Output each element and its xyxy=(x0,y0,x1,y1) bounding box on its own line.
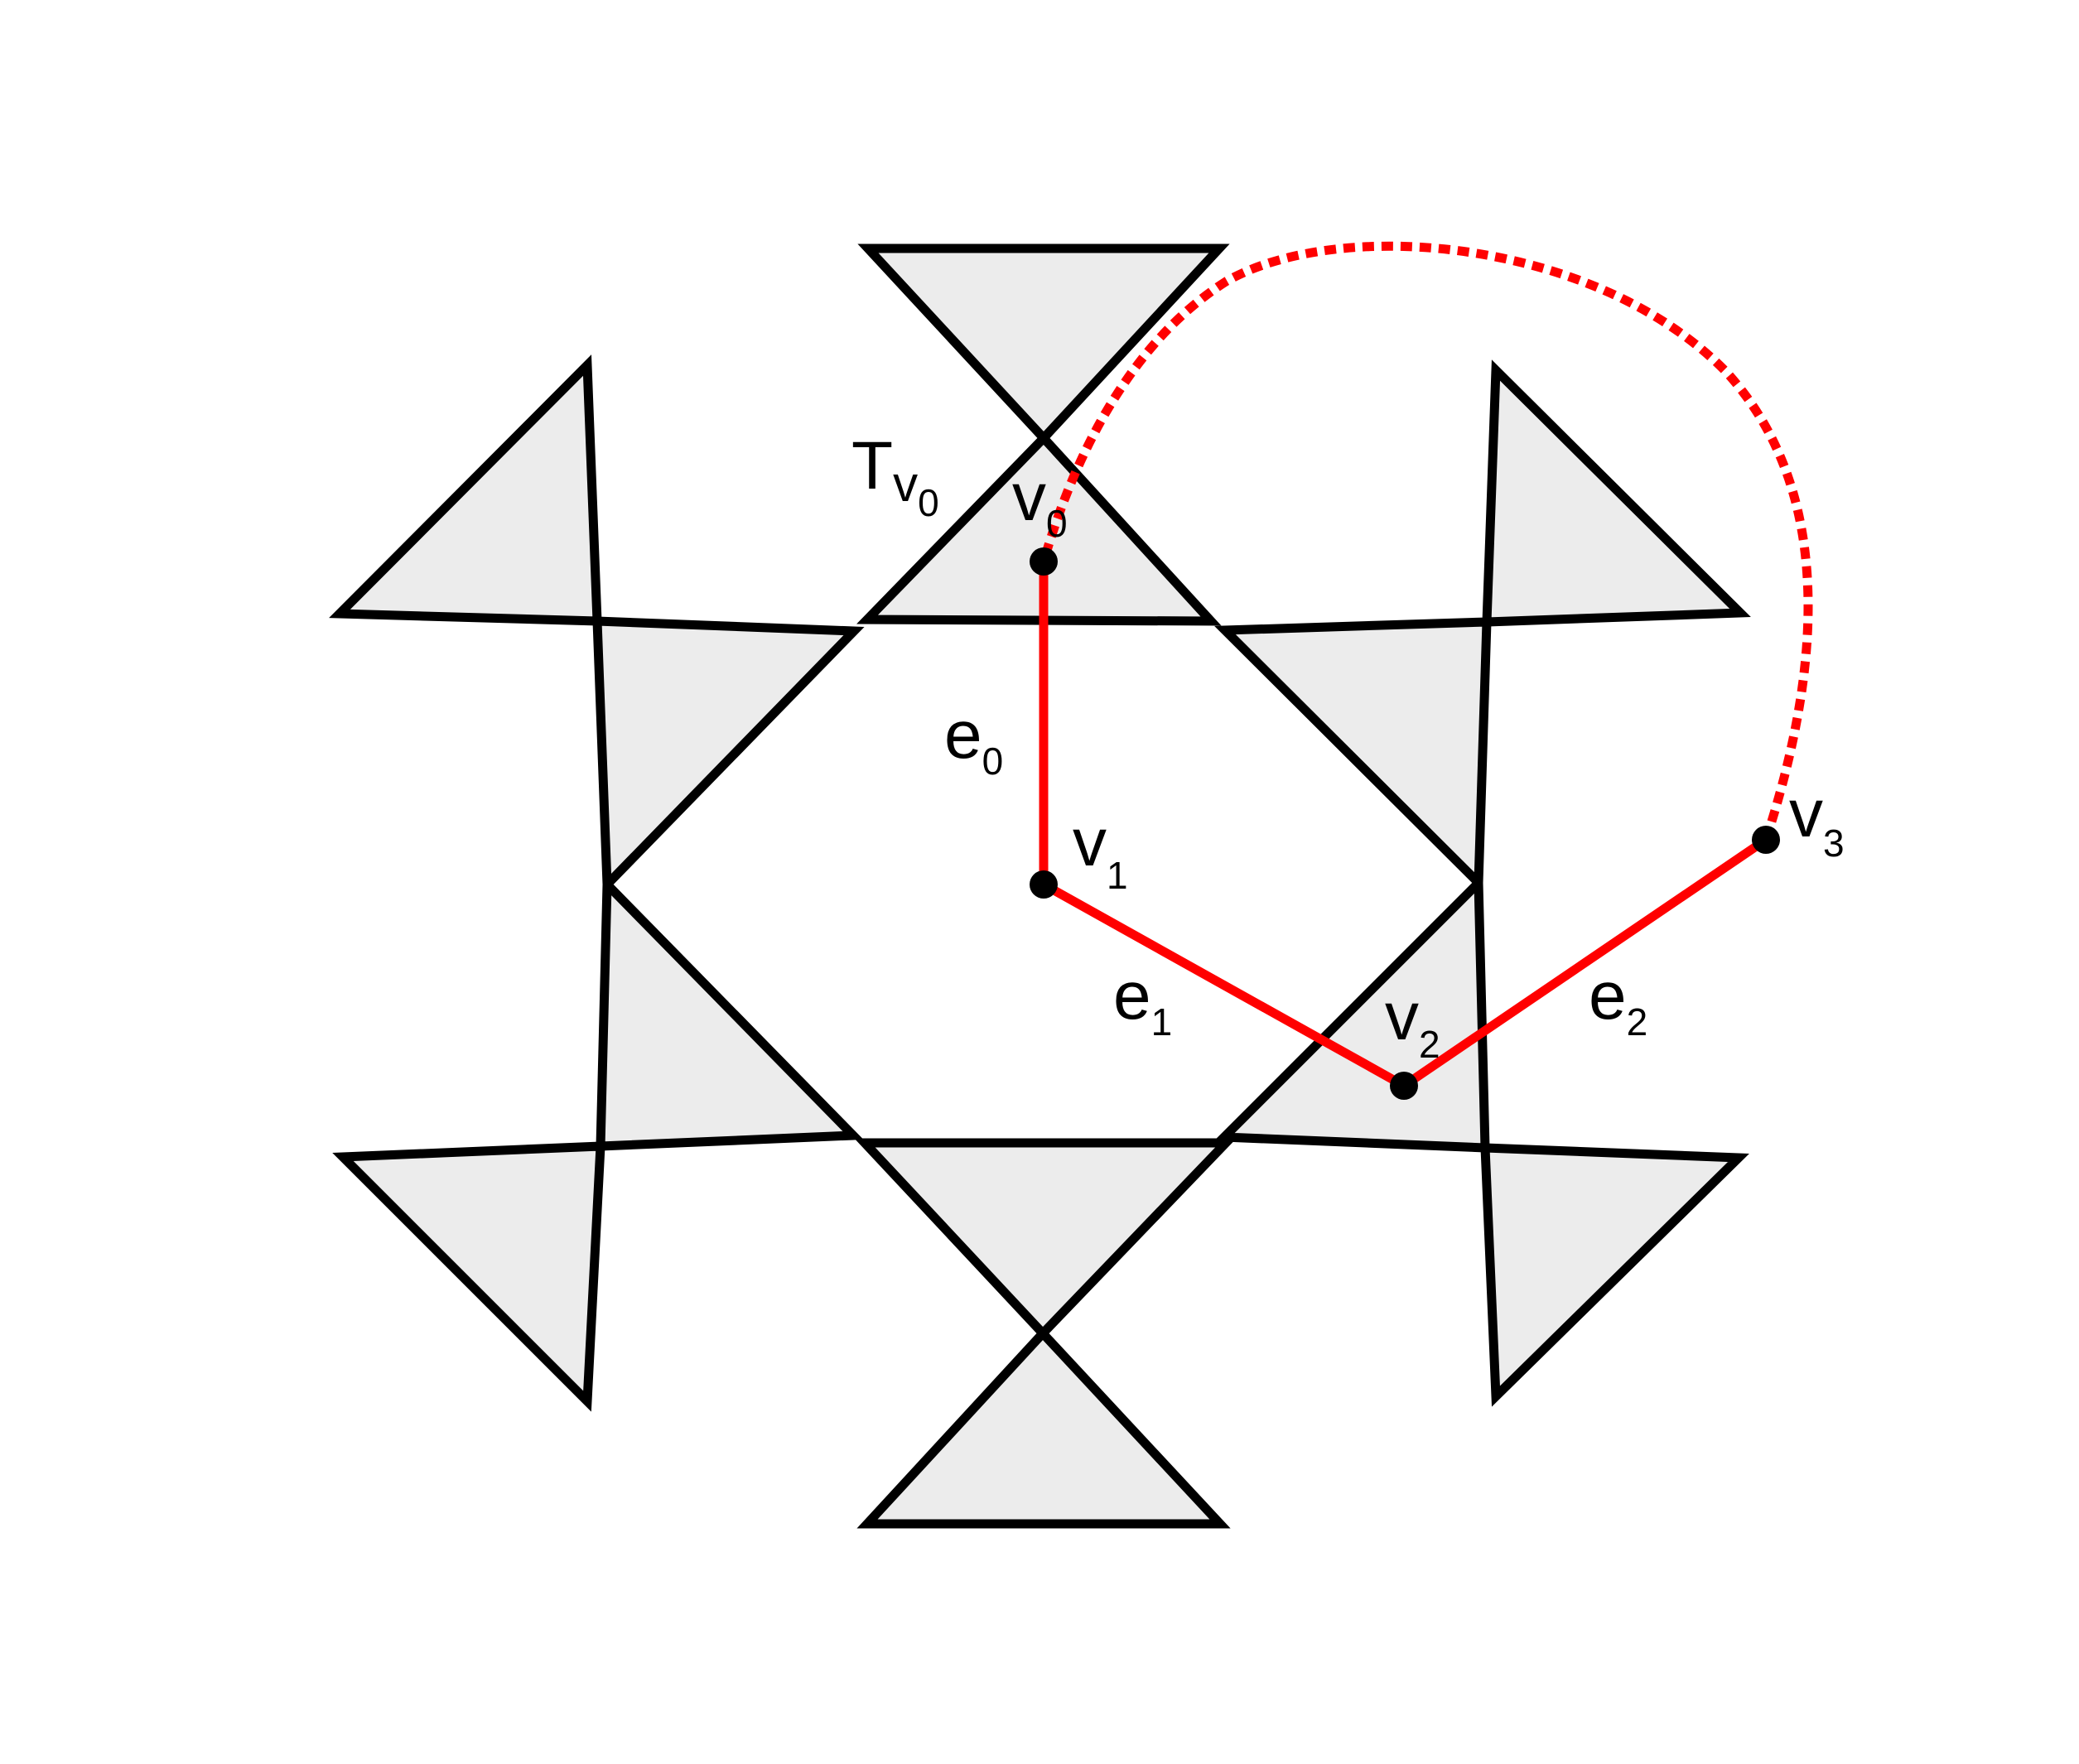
labels: Tv0 v0 v1 v2 v3 e0 e1 e2 xyxy=(851,428,1845,1066)
vertex-v2 xyxy=(1390,1072,1418,1100)
label-e1-sub: 1 xyxy=(1151,1000,1173,1043)
label-e0: e0 xyxy=(944,697,1003,783)
path-dotted-arc-v3-v0 xyxy=(1039,241,1813,841)
triangle-right-lower-inner xyxy=(1213,872,1490,1153)
label-v0-sub: 0 xyxy=(1046,502,1068,545)
triangle-top-outer xyxy=(857,243,1230,446)
label-e1: e1 xyxy=(1113,958,1172,1043)
label-t-v0: Tv0 xyxy=(851,428,939,524)
label-e2-main: e xyxy=(1589,958,1627,1034)
label-v1: v1 xyxy=(1073,805,1128,897)
label-v0-main: v xyxy=(1012,460,1046,535)
triangle-left-lower-inner xyxy=(596,873,864,1151)
triangle-bottom-outer xyxy=(856,1326,1231,1529)
triangle-tiling xyxy=(329,243,1751,1529)
label-t-sub-index: 0 xyxy=(918,481,939,524)
label-v1-sub: 1 xyxy=(1107,854,1128,897)
triangle-left-outer-top xyxy=(329,354,602,626)
label-v2: v2 xyxy=(1385,979,1440,1066)
label-e1-main: e xyxy=(1113,958,1151,1034)
label-t-main: T xyxy=(851,428,893,504)
label-v1-main: v xyxy=(1073,805,1107,880)
label-e2: e2 xyxy=(1589,958,1647,1043)
triangle-left-outer-bottom xyxy=(332,1141,605,1412)
vertex-v1 xyxy=(1030,870,1058,899)
label-e2-sub: 2 xyxy=(1627,1000,1648,1043)
label-v2-sub: 2 xyxy=(1419,1023,1440,1066)
label-v2-main: v xyxy=(1385,979,1419,1054)
label-t-sub-main: v xyxy=(893,456,918,512)
label-v3-main: v xyxy=(1789,776,1823,851)
path-edges-e0-e1-e2 xyxy=(1039,561,1769,1092)
label-e0-sub: 0 xyxy=(982,740,1004,783)
vertex-v3 xyxy=(1752,826,1780,854)
label-v0: v0 xyxy=(1012,460,1068,545)
label-v3: v3 xyxy=(1789,776,1845,865)
red-path xyxy=(1039,241,1813,1092)
triangle-left-inner xyxy=(592,616,865,896)
vertices xyxy=(1030,547,1780,1100)
triangle-right-outer-top xyxy=(1482,359,1751,627)
label-v3-sub: 3 xyxy=(1823,822,1845,865)
triangle-right-inner xyxy=(1214,617,1492,894)
label-e0-main: e xyxy=(944,697,982,773)
vertex-v0 xyxy=(1030,547,1058,576)
triangle-bottom-inner xyxy=(854,1138,1237,1340)
triangle-right-outer-bottom xyxy=(1480,1143,1749,1407)
